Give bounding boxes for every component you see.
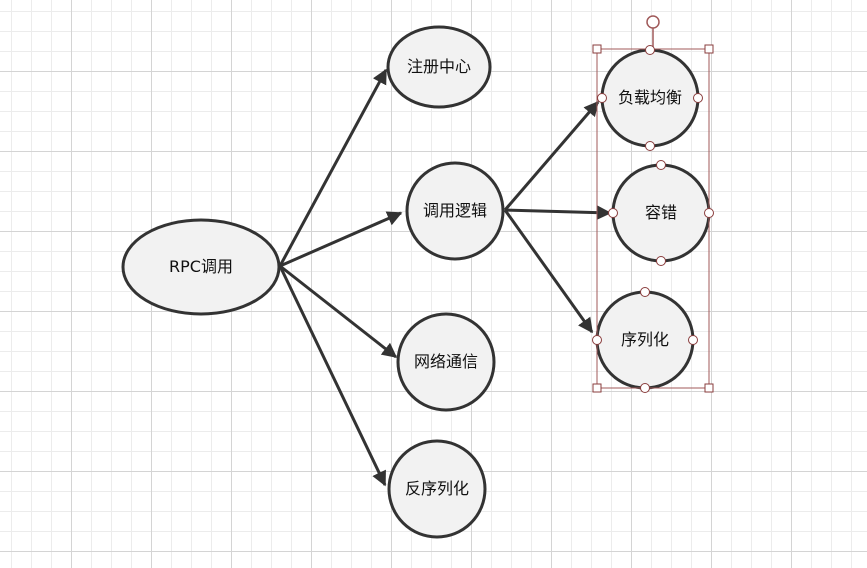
node-fault-tolerance[interactable] [611,163,711,263]
node-load-balance[interactable] [600,48,700,148]
node-registry[interactable] [386,25,492,109]
resize-handle-top-right[interactable] [704,44,714,54]
connection-point[interactable] [597,93,607,103]
edge-call-logic-fault-tolerance[interactable] [504,205,612,221]
edge-rpc-registry[interactable] [278,68,388,267]
connection-points [592,45,714,393]
connection-point[interactable] [640,287,650,297]
edge-call-logic-load-balance[interactable] [503,100,600,211]
resize-handle-bottom-left[interactable] [592,383,602,393]
connection-point[interactable] [693,93,703,103]
edges [278,68,612,487]
node-serialize[interactable] [595,290,695,390]
connection-point[interactable] [645,141,655,151]
edge-rpc-deserialize[interactable] [278,265,387,487]
resize-handle-bottom-right[interactable] [704,383,714,393]
edge-rpc-network[interactable] [279,264,398,359]
edge-rpc-call-logic[interactable] [279,211,403,268]
resize-handle-top-left[interactable] [592,44,602,54]
connection-point[interactable] [656,256,666,266]
nodes [121,25,711,539]
node-call-logic[interactable] [405,161,505,261]
node-network[interactable] [396,312,496,412]
node-deserialize[interactable] [387,439,487,539]
rotate-handle[interactable] [646,15,660,29]
node-rpc-call[interactable] [121,218,281,316]
connection-point[interactable] [688,335,698,345]
connection-point[interactable] [640,383,650,393]
connection-point[interactable] [704,208,714,218]
connection-point[interactable] [592,335,602,345]
edge-call-logic-serialize[interactable] [503,209,594,334]
connection-point[interactable] [645,45,655,55]
connection-point[interactable] [656,160,666,170]
connection-point[interactable] [608,208,618,218]
